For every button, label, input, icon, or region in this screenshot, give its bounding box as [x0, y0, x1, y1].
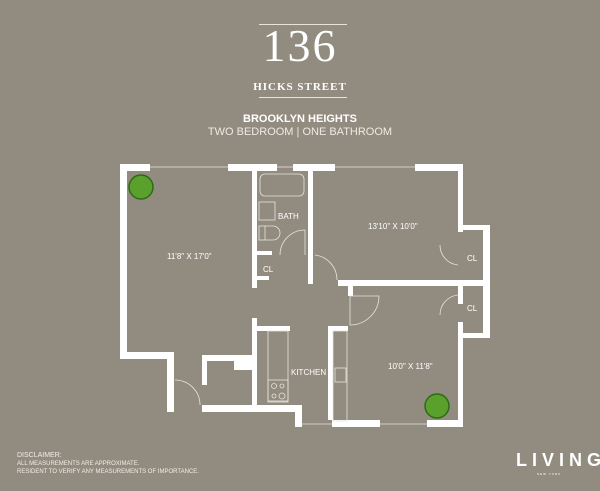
street-name: HICKS STREET — [253, 81, 347, 93]
bedroom2-door — [349, 295, 380, 326]
walls — [120, 164, 490, 427]
burner — [278, 392, 286, 400]
closet-label: CL — [467, 304, 478, 313]
fixtures — [150, 166, 459, 425]
closet-door-1 — [439, 244, 459, 266]
kitchen-sink — [334, 367, 347, 383]
unit-type: TWO BEDROOM | ONE BATHROOM — [207, 126, 393, 138]
building-number: 136 — [262, 20, 338, 71]
living-logo: LIVING — [516, 450, 600, 470]
bath-door — [279, 229, 306, 256]
burner — [279, 383, 285, 389]
closet-door-2 — [439, 294, 459, 316]
disclaimer-line: RESIDENT TO VERIFY ANY MEASUREMENTS OF I… — [17, 469, 199, 475]
closet-label: CL — [263, 265, 274, 274]
closet-label: CL — [467, 254, 478, 263]
entry-door — [174, 379, 201, 406]
plant-icon — [424, 393, 450, 419]
plant-icon — [128, 174, 154, 200]
kitchen-label: KITCHEN — [291, 368, 326, 377]
neighborhood: BROOKLYN HEIGHTS — [243, 113, 357, 125]
bedroom1-dimensions: 13'10" X 10'0" — [368, 222, 418, 231]
disclaimer-line: ALL MEASUREMENTS ARE APPROXIMATE. — [17, 461, 140, 467]
kitchen-counter-right — [332, 330, 348, 422]
burner — [271, 383, 277, 389]
logo-subtitle: NEW YORK — [537, 472, 562, 476]
sink — [258, 201, 276, 221]
bathtub — [259, 173, 305, 197]
kitchen-counter — [267, 330, 289, 402]
living-room-dimensions: 11'8" X 17'0" — [167, 252, 212, 261]
bedroom2-dimensions: 10'0" X 11'8" — [388, 362, 433, 371]
toilet-tank — [258, 225, 266, 241]
toilet-bowl — [265, 225, 281, 241]
disclaimer-title: DISCLAIMER: — [17, 452, 62, 459]
disclaimer: DISCLAIMER: ALL MEASUREMENTS ARE APPROXI… — [17, 452, 199, 476]
stove — [267, 379, 289, 403]
burner — [271, 393, 277, 399]
top-rule — [259, 24, 347, 25]
bedroom1-door — [314, 254, 338, 281]
bottom-rule — [259, 97, 347, 98]
bath-label: BATH — [278, 212, 299, 221]
